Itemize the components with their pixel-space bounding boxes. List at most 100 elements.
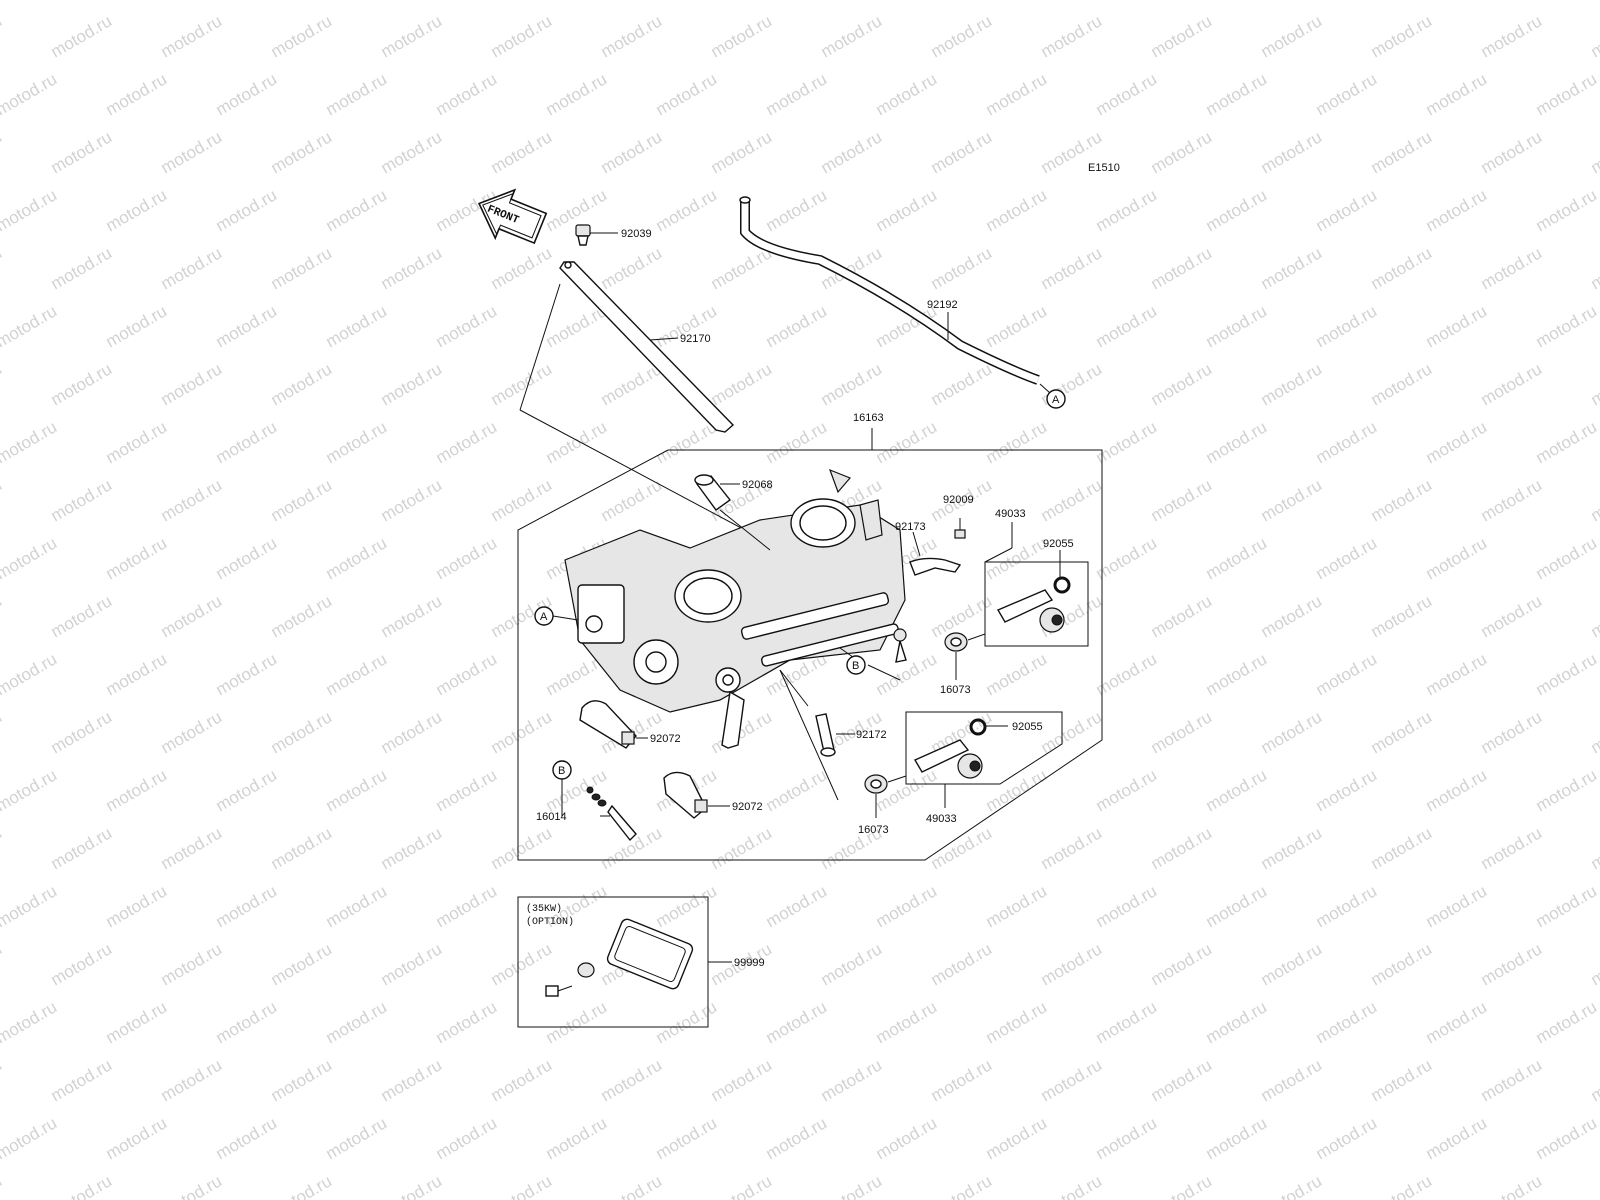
watermark-text: motod.ru (1533, 69, 1600, 119)
watermark-text: motod.ru (708, 823, 776, 873)
watermark-text: motod.ru (323, 765, 391, 815)
watermark-text: motod.ru (1203, 533, 1271, 583)
watermark-text: motod.ru (1588, 1171, 1600, 1200)
watermark-text: motod.ru (1148, 475, 1216, 525)
watermark-text: motod.ru (1038, 939, 1106, 989)
watermark-text: motod.ru (0, 301, 60, 351)
watermark-text: motod.ru (1423, 185, 1491, 235)
watermark-text: motod.ru (708, 1171, 776, 1200)
watermark-text: motod.ru (1368, 243, 1436, 293)
watermark-text: motod.ru (1203, 417, 1271, 467)
callout-92055-top: 92055 (1043, 538, 1074, 550)
watermark-text: motod.ru (653, 881, 721, 931)
watermark-text: motod.ru (598, 127, 666, 177)
watermark-text: motod.ru (213, 0, 281, 3)
watermark-text: motod.ru (1203, 301, 1271, 351)
watermark-text: motod.ru (818, 1171, 886, 1200)
watermark-text: motod.ru (488, 243, 556, 293)
watermark-text: motod.ru (158, 11, 226, 61)
watermark-text: motod.ru (0, 475, 5, 525)
watermark-text: motod.ru (1533, 0, 1600, 3)
watermark-text: motod.ru (0, 707, 5, 757)
watermark-text: motod.ru (1423, 1113, 1491, 1163)
watermark-text: motod.ru (1148, 823, 1216, 873)
watermark-text: motod.ru (323, 997, 391, 1047)
watermark-text: motod.ru (488, 823, 556, 873)
watermark-text: motod.ru (0, 1113, 60, 1163)
watermark-text: motod.ru (1478, 823, 1546, 873)
watermark-text: motod.ru (1478, 475, 1546, 525)
watermark-text: motod.ru (653, 185, 721, 235)
watermark-text: motod.ru (158, 707, 226, 757)
pin-92172 (779, 669, 855, 757)
watermark-text: motod.ru (0, 185, 60, 235)
watermark-text: motod.ru (213, 185, 281, 235)
watermark-text: motod.ru (1423, 765, 1491, 815)
watermark-text: motod.ru (873, 417, 941, 467)
watermark-text: motod.ru (268, 707, 336, 757)
watermark-text: motod.ru (928, 11, 996, 61)
watermark-text: motod.ru (433, 69, 501, 119)
watermark-text: motod.ru (543, 69, 611, 119)
watermark-text: motod.ru (158, 1171, 226, 1200)
watermark-text: motod.ru (1368, 591, 1436, 641)
watermark-text: motod.ru (653, 1113, 721, 1163)
watermark-text: motod.ru (1258, 11, 1326, 61)
watermark-text: motod.ru (598, 475, 666, 525)
watermark-text: motod.ru (1038, 823, 1106, 873)
watermark-text: motod.ru (1478, 939, 1546, 989)
watermark-text: motod.ru (1038, 243, 1106, 293)
watermark-text: motod.ru (103, 765, 171, 815)
watermark-text: motod.ru (378, 11, 446, 61)
option-line-2: (OPTION) (526, 916, 574, 928)
watermark-text: motod.ru (763, 765, 831, 815)
watermark-text: motod.ru (1423, 533, 1491, 583)
screw-92009 (954, 518, 966, 539)
watermark-text: motod.ru (48, 939, 116, 989)
watermark-text: motod.ru (158, 939, 226, 989)
watermark-text: motod.ru (323, 417, 391, 467)
watermark-text: motod.ru (323, 533, 391, 583)
watermark-text: motod.ru (1313, 1113, 1381, 1163)
watermark-text: motod.ru (818, 359, 886, 409)
watermark-text: motod.ru (873, 69, 941, 119)
watermark-text: motod.ru (323, 649, 391, 699)
watermark-text: motod.ru (1093, 69, 1161, 119)
watermark-text: motod.ru (0, 939, 5, 989)
watermark-text: motod.ru (598, 11, 666, 61)
watermark-text: motod.ru (1588, 127, 1600, 177)
watermark-text: motod.ru (103, 0, 171, 3)
watermark-text: motod.ru (1368, 359, 1436, 409)
watermark-text: motod.ru (1533, 881, 1600, 931)
watermark-text: motod.ru (1423, 649, 1491, 699)
injector-49033-bottom (914, 739, 983, 779)
band-92072-bottom (663, 771, 730, 819)
watermark-text: motod.ru (0, 1171, 5, 1200)
watermark-text: motod.ru (103, 881, 171, 931)
watermark-text: motod.ru (1588, 591, 1600, 641)
watermark-text: motod.ru (0, 359, 5, 409)
watermark-text: motod.ru (873, 881, 941, 931)
watermark-text: motod.ru (928, 1171, 996, 1200)
watermark-text: motod.ru (1313, 765, 1381, 815)
watermark-text: motod.ru (378, 359, 446, 409)
watermark-text: motod.ru (1258, 823, 1326, 873)
watermark-text: motod.ru (1533, 997, 1600, 1047)
watermark-text: motod.ru (1093, 649, 1161, 699)
marker-b-body (846, 655, 866, 675)
callout-49033-top: 49033 (995, 508, 1026, 520)
watermark-text: motod.ru (158, 359, 226, 409)
callout-92192: 92192 (927, 299, 958, 311)
watermark-text: motod.ru (488, 11, 556, 61)
watermark-text: motod.ru (873, 1113, 941, 1163)
watermark-text: motod.ru (488, 939, 556, 989)
watermark-text: motod.ru (323, 185, 391, 235)
watermark-text: motod.ru (1313, 997, 1381, 1047)
watermark-text: motod.ru (873, 185, 941, 235)
watermark-text: motod.ru (1478, 1171, 1546, 1200)
watermark-text: motod.ru (928, 939, 996, 989)
watermark-text: motod.ru (103, 69, 171, 119)
watermark-text: motod.ru (928, 127, 996, 177)
watermark-text: motod.ru (323, 301, 391, 351)
watermark-text: motod.ru (488, 127, 556, 177)
